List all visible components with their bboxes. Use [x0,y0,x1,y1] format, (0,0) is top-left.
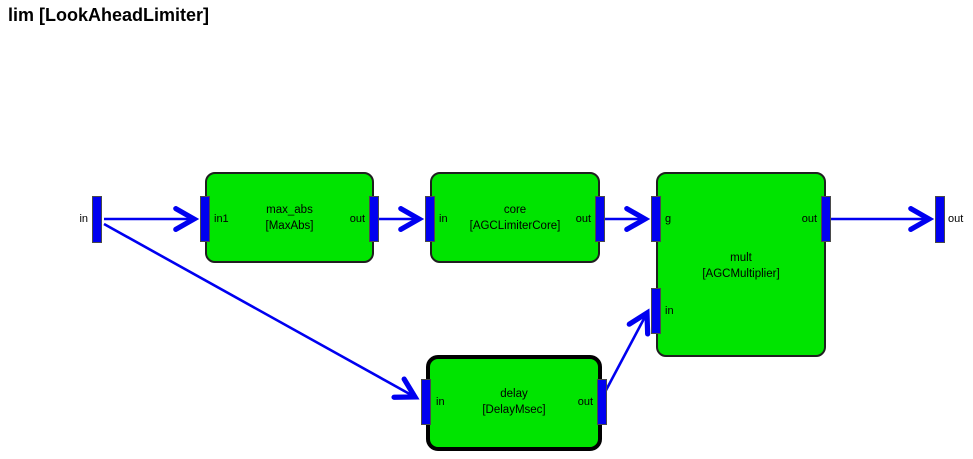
port-max-abs-in1-bar[interactable] [200,196,210,242]
port-mult-g-bar[interactable] [651,196,661,242]
port-delay-in-label: in [436,396,445,408]
port-delay-out-bar[interactable] [597,379,607,425]
block-core[interactable] [430,172,600,263]
port-mult-in-label: in [665,305,674,317]
port-mult-g-label: g [665,213,672,225]
block-name: delay [500,388,528,400]
output-terminal-bar[interactable] [935,196,945,243]
port-delay-out-label: out [577,396,593,408]
port-max-abs-out-label: out [349,213,365,225]
block-type: [AGCLimiterCore] [469,220,561,232]
port-core-out-bar[interactable] [595,196,605,242]
input-terminal-label: in [79,213,88,225]
port-core-out-label: out [575,213,591,225]
port-max-abs-out-bar[interactable] [369,196,379,242]
wire-in-to-delay[interactable] [103,222,415,397]
block-label-mult: mult [AGCMultiplier] [656,250,826,282]
output-terminal-label: out [948,213,964,225]
block-label-delay: delay [DelayMsec] [426,386,602,418]
block-type: [MaxAbs] [265,220,314,232]
block-mult[interactable] [656,172,826,357]
port-mult-out-bar[interactable] [821,196,831,242]
block-label-core: core [AGCLimiterCore] [430,202,600,234]
block-label-max-abs: max_abs [MaxAbs] [205,202,374,234]
port-mult-in-bar[interactable] [651,288,661,334]
block-name: max_abs [266,204,313,216]
port-core-in-label: in [439,213,448,225]
block-type: [DelayMsec] [482,404,546,416]
block-name: core [503,204,527,216]
port-max-abs-in1-label: in1 [214,213,229,225]
input-terminal-bar[interactable] [92,196,102,243]
block-name: mult [730,252,752,264]
block-type: [AGCMultiplier] [702,268,780,280]
port-delay-in-bar[interactable] [421,379,431,425]
port-core-in-bar[interactable] [425,196,435,242]
port-mult-out-label: out [801,213,817,225]
wire-delay-to-mult[interactable] [602,313,647,395]
page-title: lim [LookAheadLimiter] [8,5,210,25]
